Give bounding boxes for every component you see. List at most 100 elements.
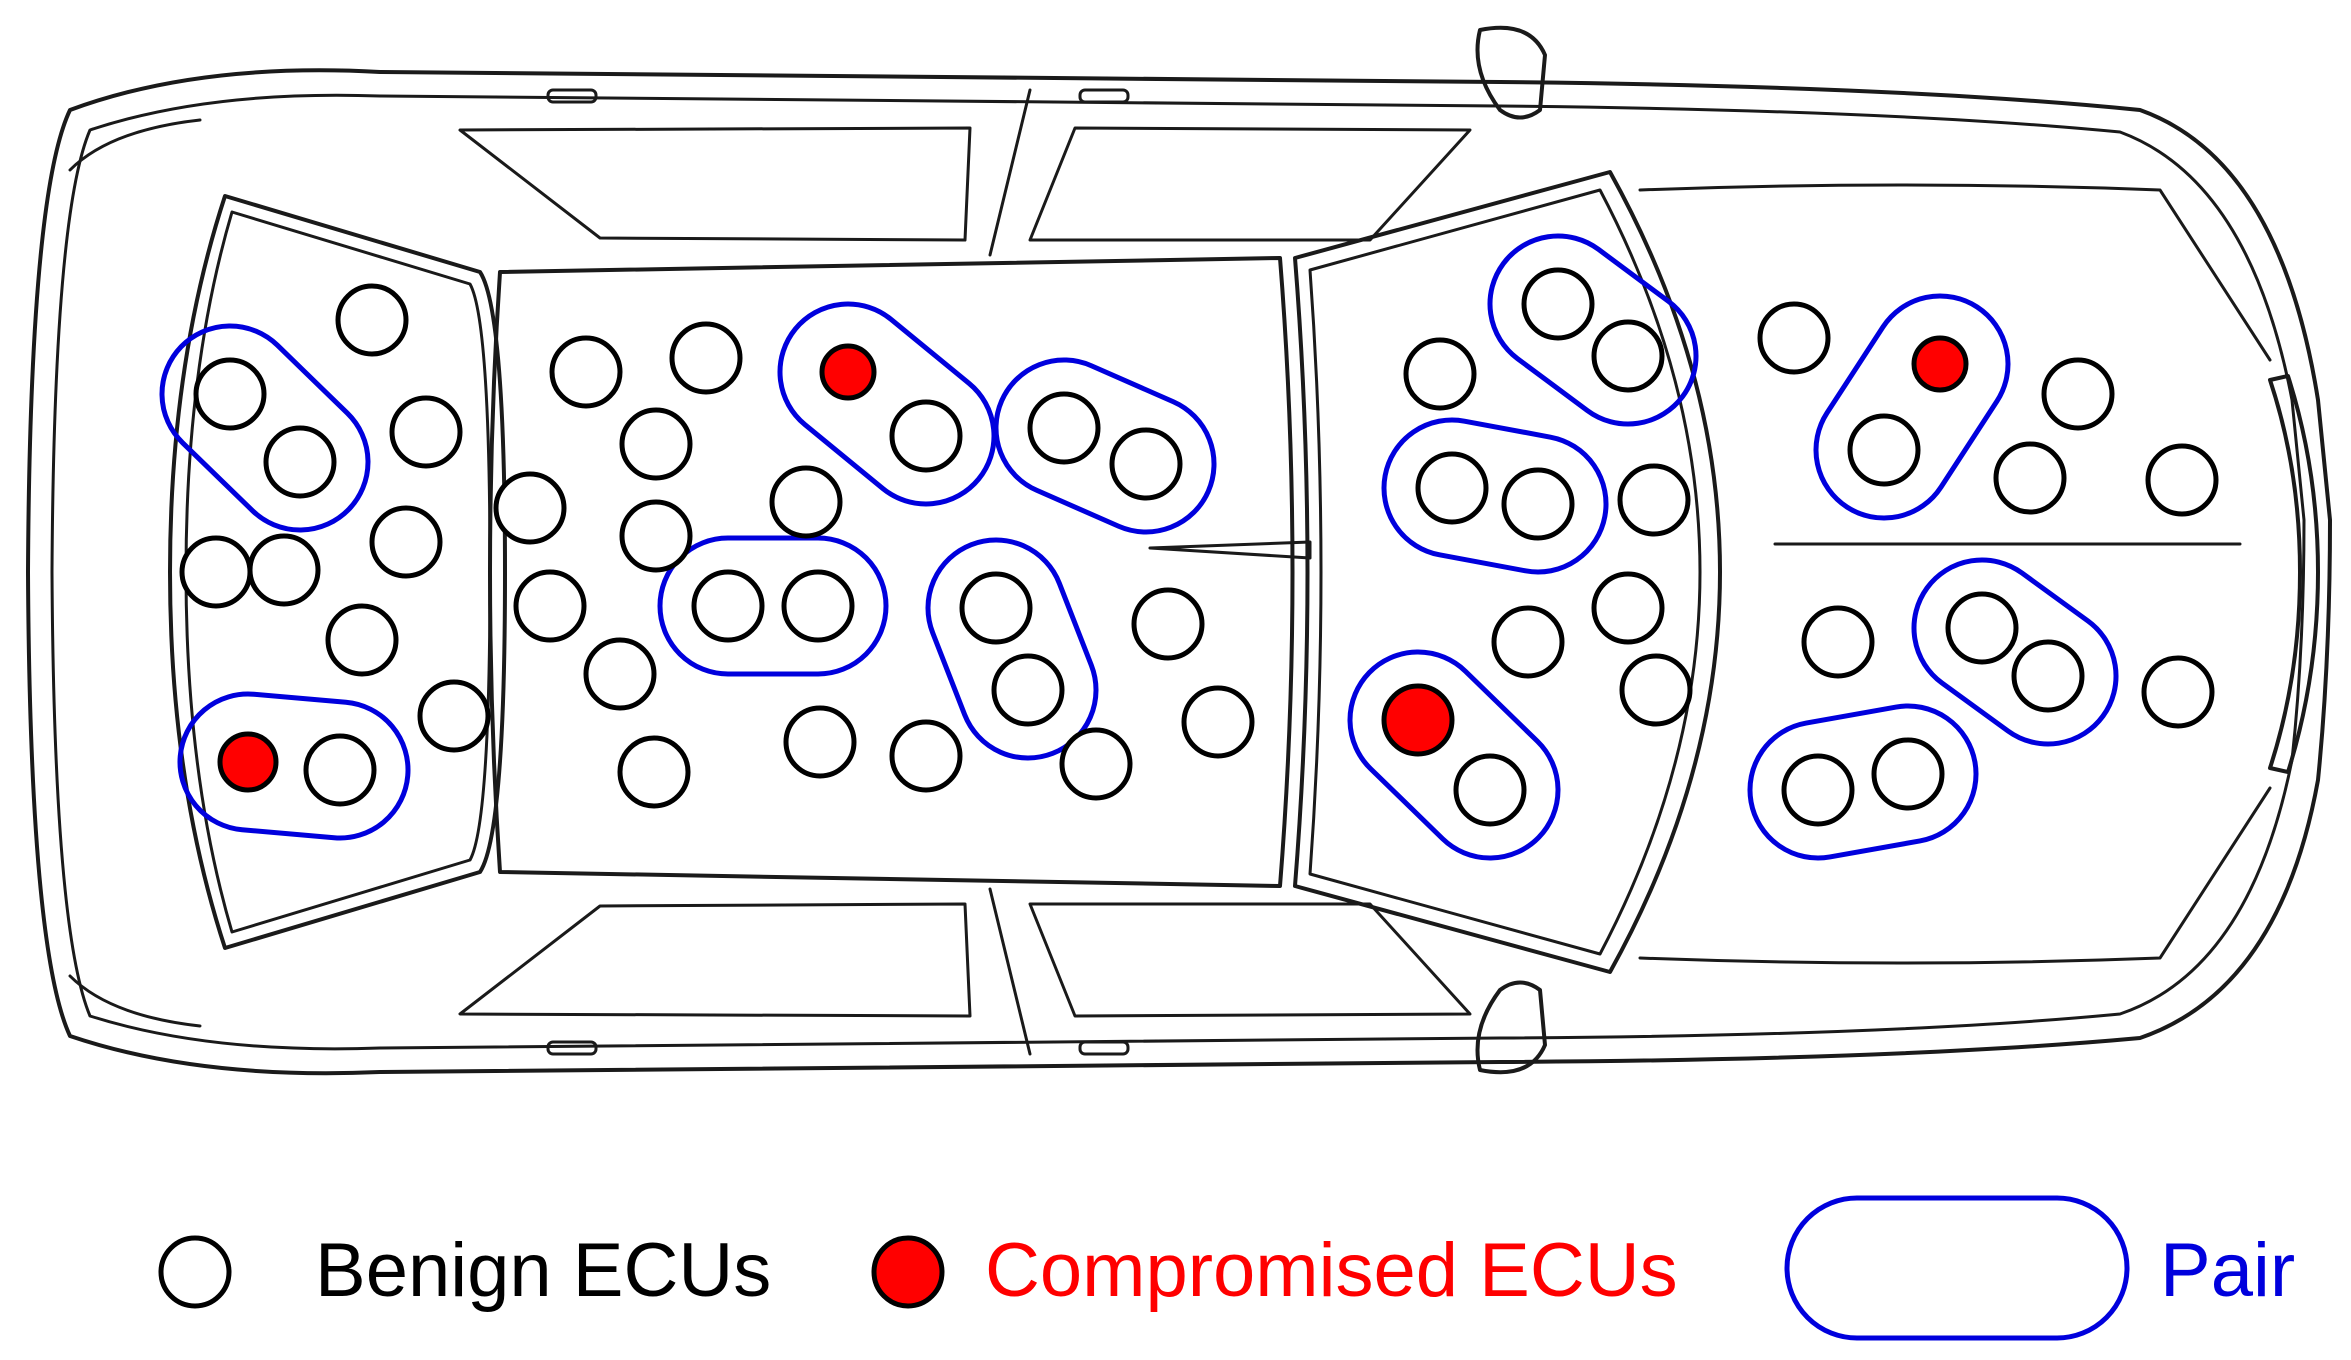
benign-ecu-42 [1619, 653, 1693, 727]
pair-4 [993, 357, 1217, 535]
pair-6 [925, 537, 1099, 761]
benign-ecu-32 [1131, 587, 1205, 661]
side-window-top-front [1028, 126, 1472, 242]
benign-ecu-11 [303, 733, 377, 807]
benign-ecu-3 [263, 425, 337, 499]
pair-3 [777, 301, 997, 507]
legend-pair-label: Pair [2160, 1228, 2295, 1313]
benign-ecu-54 [2141, 655, 2215, 729]
benign-ecu-38 [1501, 467, 1575, 541]
pair-1 [159, 323, 371, 533]
benign-ecu-4 [389, 395, 463, 469]
benign-ecu-23 [1027, 391, 1101, 465]
side-mirror-bottom [1475, 980, 1547, 1075]
benign-ecu-17 [513, 569, 587, 643]
roof-panel [488, 256, 1295, 888]
pair-5 [657, 535, 889, 677]
benign-ecu-22 [889, 399, 963, 473]
benign-ecu-6 [179, 535, 253, 609]
benign-ecu-55 [1781, 753, 1855, 827]
benign-ecu-52 [1945, 591, 2019, 665]
benign-ecu-37 [1415, 451, 1489, 525]
benign-ecu-45 [1757, 301, 1831, 375]
compromised-ecu-10 [217, 731, 279, 793]
legend: Benign ECUs Compromised ECUs Pair [158, 1195, 2295, 1341]
benign-ecu-29 [783, 705, 857, 779]
compromised-ecu-21 [819, 343, 877, 401]
benign-ecu-30 [889, 719, 963, 793]
benign-ecu-27 [959, 571, 1033, 645]
benign-ecu-13 [669, 321, 743, 395]
pair-9 [1347, 649, 1561, 861]
benign-ecu-51 [1801, 605, 1875, 679]
benign-ecu-56 [1871, 737, 1945, 811]
benign-ecu-20 [769, 465, 843, 539]
benign-ecu-35 [1521, 267, 1595, 341]
benign-ecu-14 [619, 407, 693, 481]
rear-bumper-bottom [68, 974, 202, 1028]
door-line-bottom [988, 887, 1032, 1056]
side-mirror-top [1475, 25, 1547, 120]
benign-ecu-40 [1591, 571, 1665, 645]
benign-ecu-53 [2011, 639, 2085, 713]
benign-ecu-7 [247, 533, 321, 607]
benign-ecu-19 [617, 735, 691, 809]
pair-2 [177, 691, 411, 841]
benign-ecu-47 [1847, 413, 1921, 487]
front-windshield-inner [1308, 188, 1702, 956]
pair-12 [1747, 703, 1979, 861]
legend-benign-symbol [158, 1235, 232, 1309]
door-handle-3 [546, 1040, 598, 1056]
compromised-ecu-46 [1911, 335, 1969, 393]
benign-ecu-16 [619, 499, 693, 573]
legend-benign-label: Benign ECUs [315, 1228, 771, 1313]
benign-ecu-34 [1403, 337, 1477, 411]
hood-edge-bottom [1638, 786, 2272, 965]
benign-ecu-15 [493, 471, 567, 545]
benign-ecu-1 [335, 283, 409, 357]
roof-antenna [1148, 540, 1312, 560]
compromised-ecu-43 [1381, 683, 1455, 757]
benign-ecu-50 [2145, 443, 2219, 517]
door-line-top [988, 88, 1032, 257]
pair-7 [1487, 233, 1699, 427]
side-window-top-rear [458, 126, 972, 242]
door-handle-1 [546, 88, 598, 104]
benign-ecu-26 [781, 569, 855, 643]
side-window-bottom-rear [458, 902, 972, 1018]
benign-ecu-18 [583, 637, 657, 711]
benign-ecu-25 [691, 569, 765, 643]
benign-ecu-12 [549, 335, 623, 409]
legend-compromised-symbol [871, 1235, 945, 1309]
pair-group [159, 233, 2119, 861]
benign-ecu-33 [1181, 685, 1255, 759]
door-handle-2 [1078, 88, 1130, 104]
benign-ecu-49 [1993, 441, 2067, 515]
hood-edge-top [1638, 183, 2272, 362]
benign-ecu-5 [369, 505, 443, 579]
rear-bumper-top [68, 118, 202, 172]
pair-10 [1813, 293, 2011, 521]
benign-ecu-48 [2041, 357, 2115, 431]
benign-ecu-2 [193, 357, 267, 431]
door-handle-4 [1078, 1040, 1130, 1056]
benign-ecu-8 [325, 603, 399, 677]
benign-ecu-41 [1491, 605, 1565, 679]
benign-ecu-28 [991, 653, 1065, 727]
benign-ecu-44 [1453, 753, 1527, 827]
benign-ecu-31 [1059, 727, 1133, 801]
benign-ecu-24 [1109, 427, 1183, 501]
ecu-group [179, 267, 2219, 827]
rear-window-inner [184, 210, 492, 934]
legend-pair-symbol [1784, 1195, 2130, 1341]
side-window-bottom-front [1028, 902, 1472, 1018]
front-grille [2268, 374, 2320, 774]
car-body-inner [50, 93, 2306, 1051]
benign-ecu-39 [1617, 463, 1691, 537]
car-outline [26, 25, 2332, 1076]
benign-ecu-36 [1591, 319, 1665, 393]
legend-compromised-label: Compromised ECUs [985, 1228, 1678, 1313]
pair-8 [1381, 417, 1609, 575]
pair-11 [1911, 557, 2119, 747]
